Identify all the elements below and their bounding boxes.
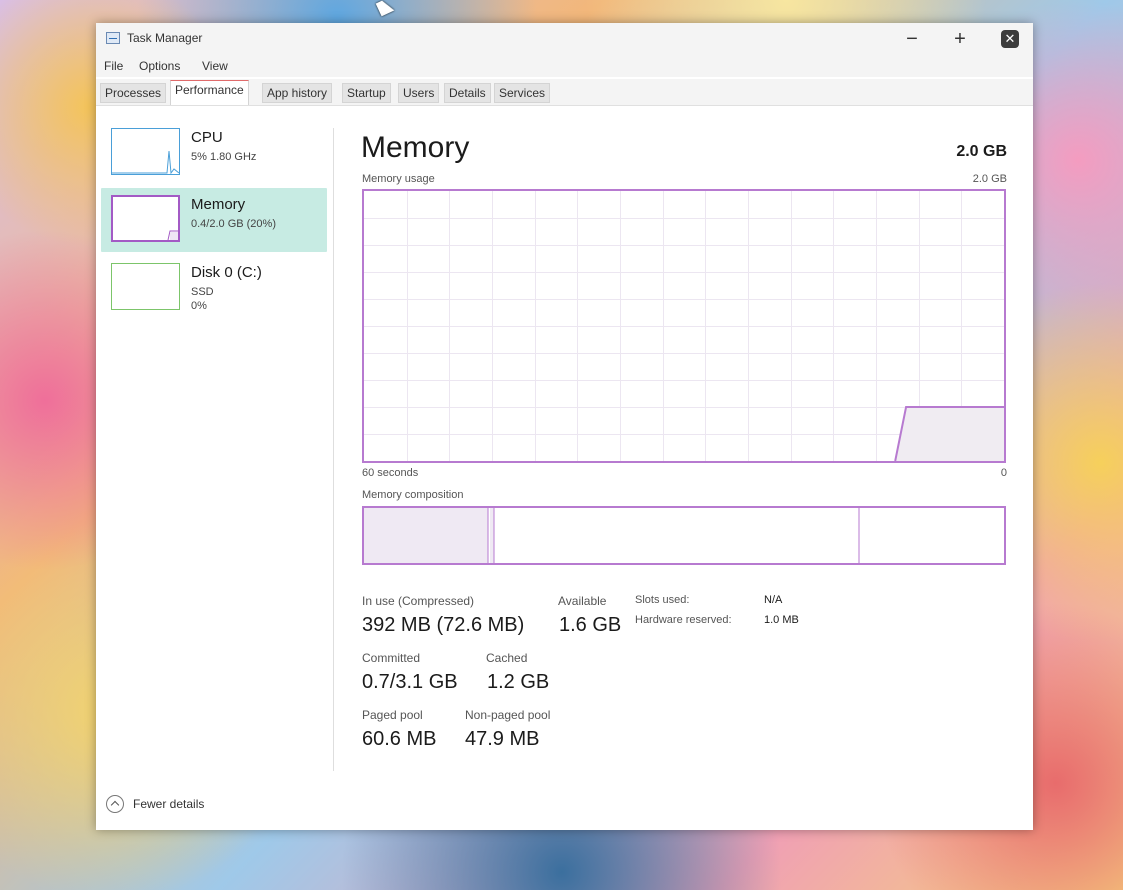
available-value: 1.6 GB [559, 614, 622, 636]
in-use-segment [364, 508, 488, 563]
in-use-value: 392 MB (72.6 MB) [362, 614, 525, 636]
memory-composition-label: Memory composition [362, 489, 464, 501]
fewer-details-button[interactable]: Fewer details [106, 793, 204, 815]
time-axis-end: 0 [1000, 467, 1007, 479]
cpu-subtitle: 5% 1.80 GHz [191, 151, 257, 163]
memory-total: 2.0 GB [956, 143, 1007, 160]
paged-pool-value: 60.6 MB [362, 728, 437, 750]
maximize-icon: + [954, 27, 966, 50]
time-axis-start: 60 seconds [362, 467, 419, 479]
modified-segment [490, 508, 494, 563]
memory-composition-bar [362, 506, 1006, 565]
memory-subtitle: 0.4/2.0 GB (20%) [191, 218, 276, 230]
hardware-reserved-label: Hardware reserved: [635, 614, 732, 626]
in-use-label: In use (Compressed) [362, 594, 475, 608]
tab-users[interactable]: Users [398, 83, 440, 103]
memory-usage-graph [362, 189, 1006, 463]
disk-title: Disk 0 (C:) [191, 264, 262, 281]
memory-thumbnail-line [167, 230, 178, 241]
cpu-title: CPU [191, 129, 223, 146]
fewer-details-label: Fewer details [133, 797, 205, 811]
tab-processes[interactable]: Processes [100, 83, 167, 103]
maximize-button[interactable]: + [940, 25, 980, 53]
close-button[interactable]: ✕ [990, 25, 1030, 53]
sidebar-item-memory[interactable]: Memory 0.4/2.0 GB (20%) [101, 188, 327, 252]
page-title: Memory [361, 131, 470, 164]
task-manager-window: Task Manager − + ✕ File Options View Pro… [96, 23, 1033, 830]
memory-thumbnail-graph [111, 195, 180, 242]
minimize-button[interactable]: − [892, 25, 932, 53]
tab-bar: Processes Performance App history Startu… [96, 79, 1033, 106]
memory-usage-label: Memory usage [362, 173, 435, 185]
committed-label: Committed [362, 651, 421, 665]
slots-used-value: N/A [764, 594, 783, 606]
task-manager-icon [106, 32, 120, 44]
cached-value: 1.2 GB [487, 671, 550, 693]
memory-usage-line [894, 406, 1004, 462]
non-paged-pool-value: 47.9 MB [465, 728, 540, 750]
sidebar-item-cpu[interactable]: CPU 5% 1.80 GHz [101, 121, 327, 185]
tab-app-history[interactable]: App history [262, 83, 333, 103]
tab-startup[interactable]: Startup [342, 83, 391, 103]
chevron-up-icon [106, 795, 124, 813]
disk-usage: 0% [191, 300, 207, 312]
cached-label: Cached [486, 651, 528, 665]
disk-type: SSD [191, 286, 214, 298]
title-bar[interactable]: Task Manager − + ✕ [96, 23, 1033, 55]
cpu-thumbnail-line [112, 150, 180, 175]
tab-details[interactable]: Details [444, 83, 491, 103]
disk-thumbnail-graph [111, 263, 180, 310]
mouse-cursor-icon [375, 0, 395, 17]
memory-usage-plot [364, 191, 1004, 462]
sidebar-divider [333, 128, 334, 771]
memory-title: Memory [191, 196, 246, 213]
close-icon: ✕ [1001, 30, 1019, 48]
sidebar-item-disk[interactable]: Disk 0 (C:) SSD 0% [101, 256, 327, 320]
minimize-icon: − [906, 27, 918, 50]
tab-performance[interactable]: Performance [170, 80, 249, 105]
menu-view[interactable]: View [202, 59, 228, 73]
available-label: Available [558, 594, 607, 608]
committed-value: 0.7/3.1 GB [362, 671, 458, 693]
menu-bar: File Options View [96, 55, 1033, 77]
non-paged-pool-label: Non-paged pool [465, 708, 551, 722]
tab-services[interactable]: Services [494, 83, 551, 103]
cpu-thumbnail-graph [111, 128, 180, 175]
memory-usage-max: 2.0 GB [972, 173, 1007, 185]
slots-used-label: Slots used: [635, 594, 690, 606]
hardware-reserved-value: 1.0 MB [764, 614, 799, 626]
paged-pool-label: Paged pool [362, 708, 423, 722]
memory-composition-segments [364, 508, 860, 563]
memory-usage-area [895, 407, 1004, 461]
menu-options[interactable]: Options [139, 59, 181, 73]
window-title: Task Manager [127, 31, 203, 45]
menu-file[interactable]: File [104, 59, 124, 73]
